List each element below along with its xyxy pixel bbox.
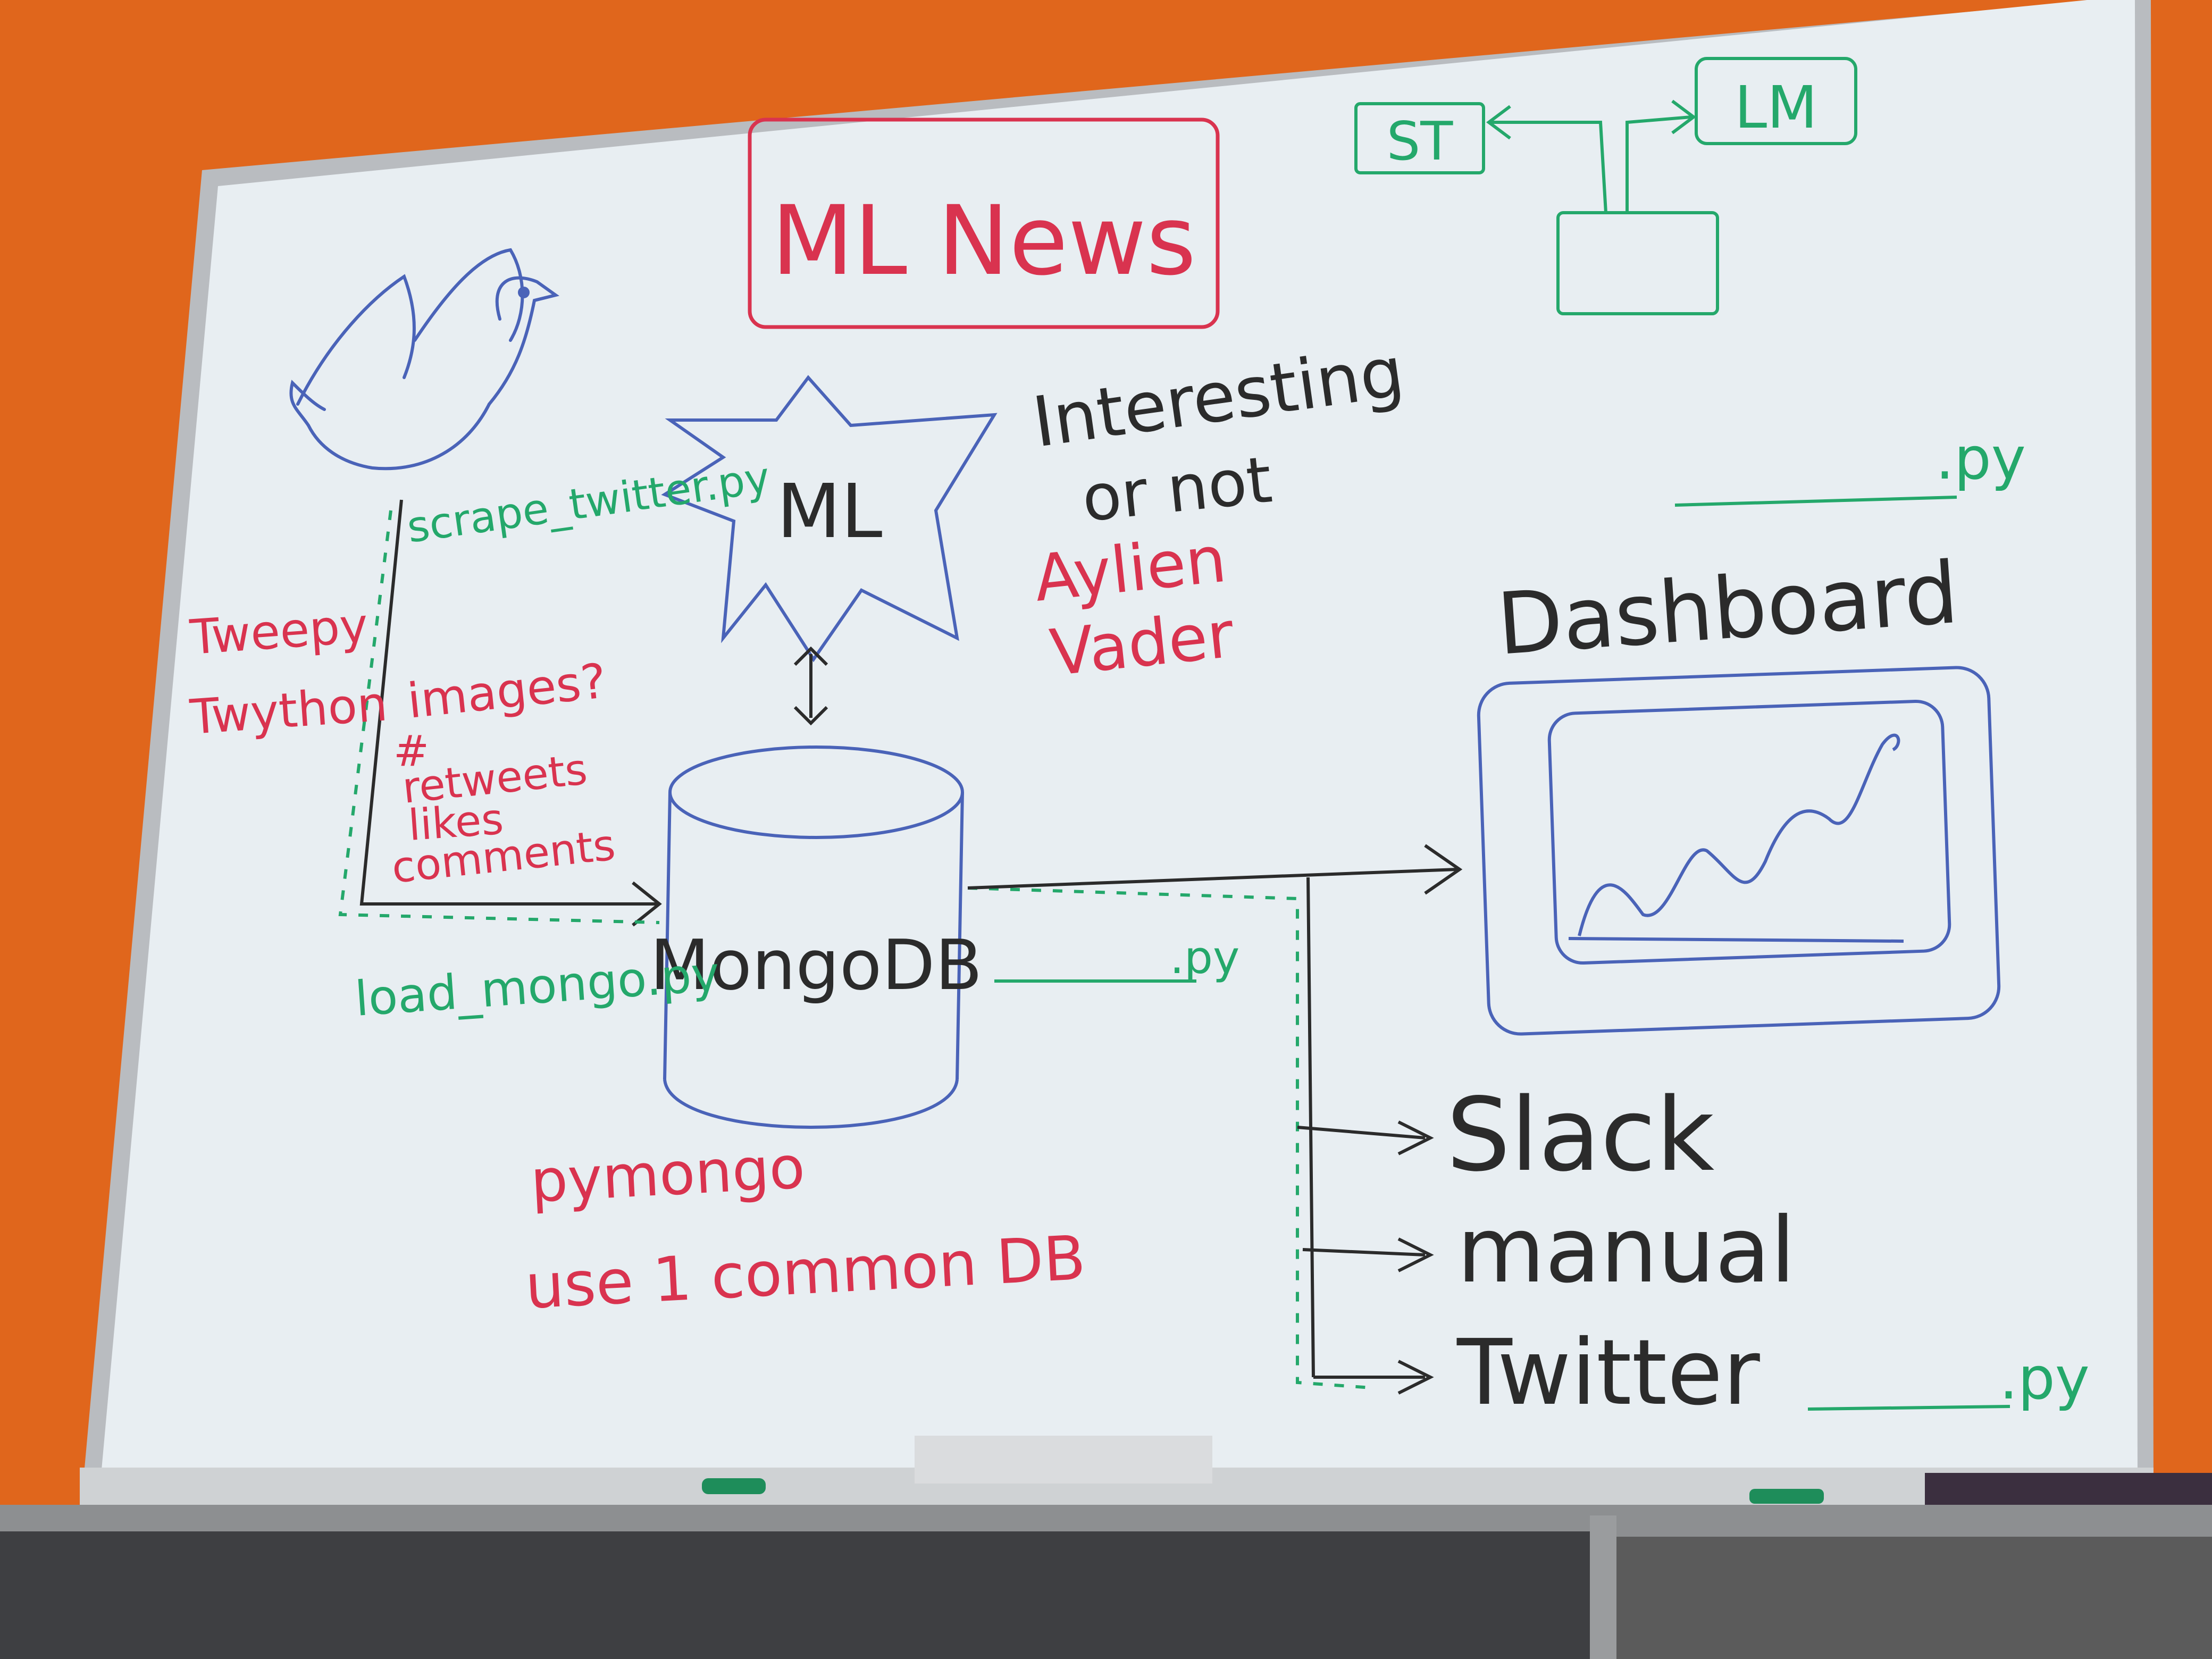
hash-label: # <box>393 726 429 776</box>
cabinet-divider <box>1590 1515 1616 1659</box>
title-box <box>748 118 1220 329</box>
lm-label: LM <box>1735 73 1817 141</box>
title-text: ML News <box>771 186 1196 297</box>
slack-label: Slack <box>1446 1076 1714 1194</box>
py-line-bottom <box>1807 1405 2010 1411</box>
db-label: MongoDB <box>650 925 982 1006</box>
likes-label: likes <box>407 794 505 850</box>
mongodb-cylinder <box>663 745 964 1129</box>
twython-label: Twython <box>188 676 389 745</box>
board-surface <box>98 0 2138 1505</box>
py-label-top: .py <box>1936 424 2026 492</box>
twitter-label: Twitter <box>1456 1320 1760 1426</box>
st-label: ST <box>1387 110 1453 172</box>
st-lm-diagram <box>1354 57 1857 315</box>
tweepy-label: Tweepy <box>188 598 370 666</box>
ml-star <box>661 375 998 663</box>
dotted-path-left <box>338 510 660 924</box>
pymongo-label: pymongo <box>529 1133 807 1216</box>
eraser <box>915 1436 1212 1484</box>
dashboard-chart-line <box>1578 733 1900 936</box>
py-label-mid: .py <box>1170 932 1239 984</box>
py-line-top <box>1674 496 1957 507</box>
manual-label: manual <box>1457 1198 1796 1303</box>
star-db-arrow <box>793 646 828 726</box>
dashboard-inner-frame <box>1547 699 1951 965</box>
bird-icon <box>289 248 560 471</box>
cabinet-left <box>0 1531 1590 1659</box>
marker-green-2 <box>1749 1489 1824 1504</box>
dotted-path-right <box>967 886 1372 1389</box>
cabinet-right <box>1616 1537 2212 1659</box>
scrape-path <box>359 499 662 927</box>
py-label-bottom: .py <box>1999 1344 2090 1412</box>
marker-green-1 <box>702 1478 766 1494</box>
ml-label: ML <box>777 468 883 555</box>
dashboard-chart-axis <box>1568 937 1904 943</box>
dashboard-outer-frame <box>1477 666 2001 1036</box>
output-arrows <box>1297 1120 1434 1395</box>
marker-box <box>1925 1473 2212 1505</box>
